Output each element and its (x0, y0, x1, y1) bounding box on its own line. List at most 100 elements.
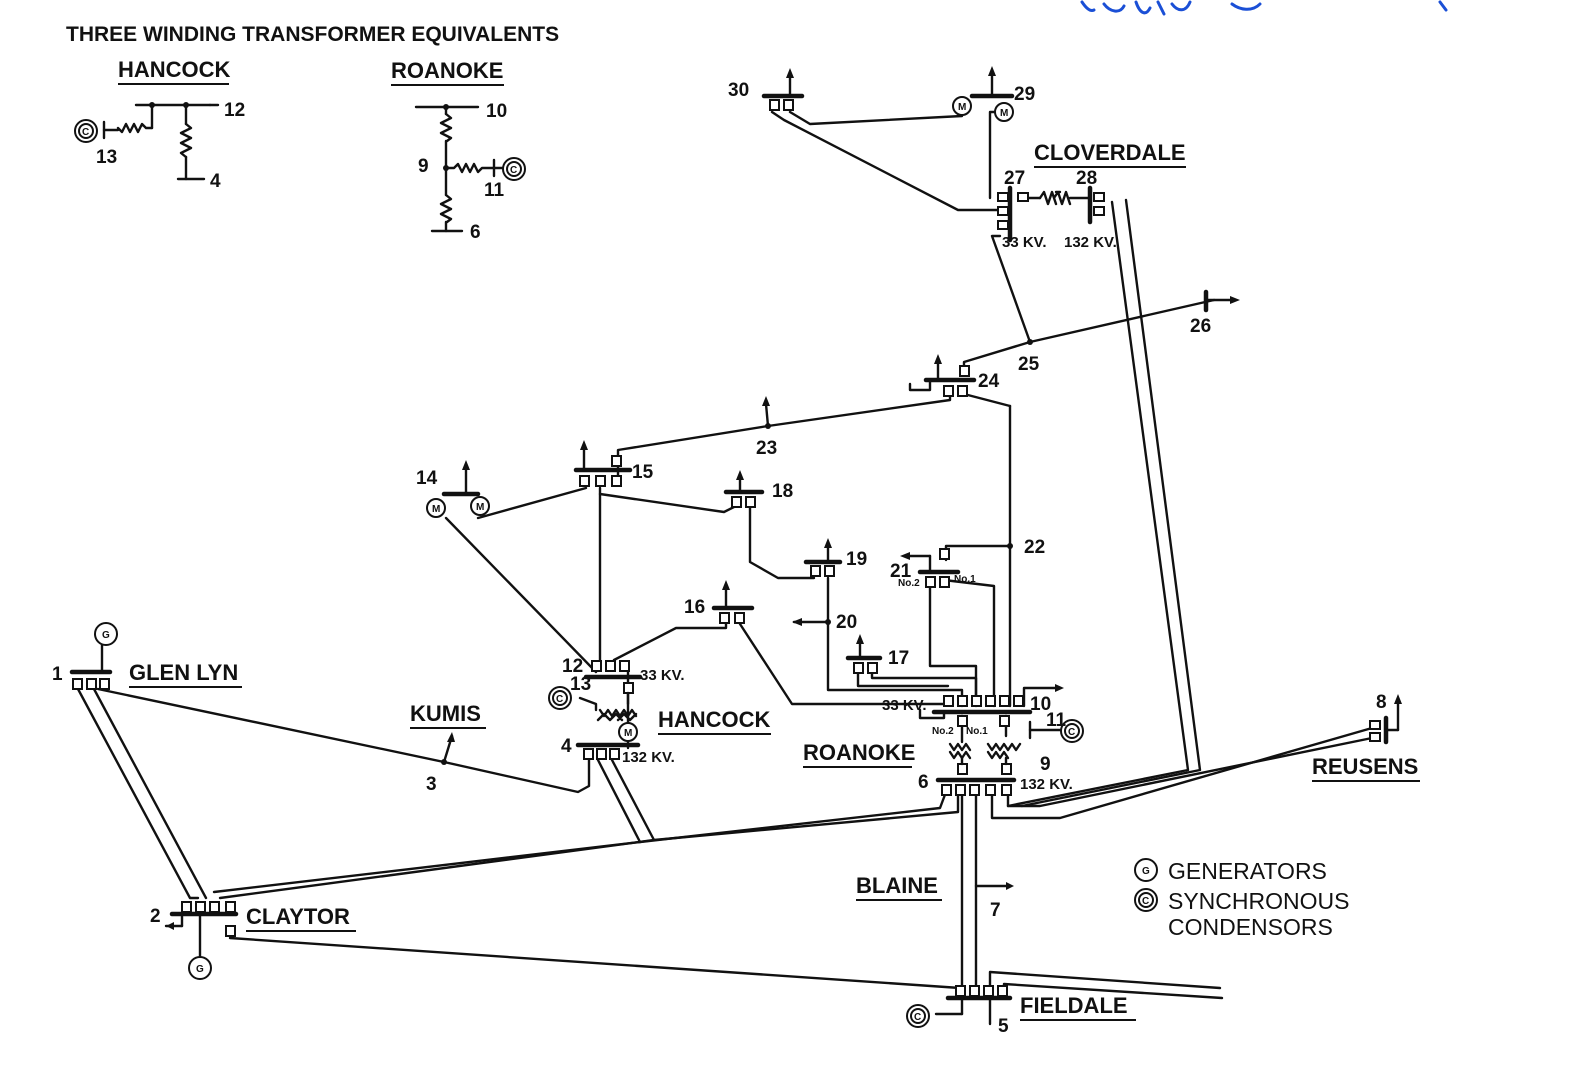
reusens-label: REUSENS (1312, 754, 1418, 779)
legend-condenser-icon: C (1142, 896, 1149, 907)
cloverdale-132kv-label: 132 KV. (1064, 234, 1117, 251)
bus-20: 20 (792, 612, 857, 633)
bus-13-label: 13 (570, 674, 591, 695)
bus-15-label: 15 (632, 462, 654, 483)
bus-21-transformer-no2: No.2 (898, 578, 920, 589)
roanoke-condenser-icon: C (1068, 727, 1075, 738)
kumis-label: KUMIS (410, 701, 481, 726)
claytor-label: CLAYTOR (246, 904, 350, 929)
bus-30: 30 (728, 68, 805, 111)
bus-2: G 2 CLAYTOR (150, 901, 356, 980)
fieldale-label: FIELDALE (1020, 993, 1128, 1018)
roanoke-33kv-label: 33 KV. (882, 697, 926, 714)
roanoke-equivalent: ROANOKE 10 9 C 11 6 (391, 58, 526, 243)
bus-24-label: 24 (978, 371, 1000, 392)
bus-6-label: 6 (918, 772, 929, 793)
hancock-eq-bus-13: 13 (96, 147, 117, 168)
roanoke-transformer-no1: No.1 (966, 726, 988, 737)
bus-27-label: 27 (1004, 168, 1025, 189)
bus-4-label: 4 (561, 736, 572, 757)
bus-2-label: 2 (150, 906, 161, 927)
bus-23: 23 (756, 396, 777, 459)
bus-12-label: 12 (562, 656, 583, 677)
bus-8-label: 8 (1376, 692, 1387, 713)
roanoke-132kv-label: 132 KV. (1020, 776, 1073, 793)
hancock-33kv-label: 33 KV. (640, 667, 684, 684)
bus-17: 17 (845, 634, 909, 674)
bus-21-transformer-no1: No.1 (954, 574, 976, 585)
bus-5: C 5 FIELDALE (906, 985, 1136, 1037)
handwritten-annotation (1080, 0, 1448, 16)
legend-generators: GENERATORS (1168, 858, 1327, 884)
bus-21: 21 No.2 No.1 (890, 548, 976, 589)
bus-18: 18 (723, 470, 793, 508)
bus-1: G 1 GLEN LYN (52, 622, 242, 690)
roanoke-eq-bus-11: 11 (484, 180, 505, 201)
roanoke-eq-bus-6: 6 (470, 222, 481, 243)
bus-19-label: 19 (846, 549, 867, 570)
legend-condensors: CONDENSORS (1168, 914, 1333, 940)
roanoke-equivalent-title: ROANOKE (391, 58, 503, 83)
diagram-title: THREE WINDING TRANSFORMER EQUIVALENTS (66, 23, 559, 46)
bus-13-condenser-icon: C (556, 694, 563, 705)
bus-9-label: 9 (1040, 754, 1051, 775)
bus-17-label: 17 (888, 648, 909, 669)
bus-23-label: 23 (756, 438, 777, 459)
roanoke-label: ROANOKE (803, 740, 915, 765)
roanoke-eq-bus-10: 10 (486, 101, 507, 122)
bus-15: 15 (573, 440, 654, 487)
legend: G GENERATORS C SYNCHRONOUS CONDENSORS (1134, 858, 1349, 940)
hancock-motor-icon: M (624, 728, 632, 739)
bus-16-label: 16 (684, 597, 705, 618)
bus-14: M M 14 (416, 460, 490, 518)
transmission-lines (76, 110, 1374, 1000)
bus-5-condenser-icon: C (914, 1012, 921, 1023)
hancock-eq-condenser-icon: C (82, 127, 89, 138)
bus-25: 25 (1018, 339, 1040, 375)
bus-7-label: 7 (990, 900, 1001, 921)
glen-lyn-label: GLEN LYN (129, 660, 238, 685)
bus-29: M M 29 (952, 66, 1035, 122)
bus-3: 3 KUMIS (410, 701, 486, 795)
bus-18-label: 18 (772, 481, 793, 502)
bus-10: C 10 11 33 KV. (882, 684, 1084, 743)
bus-22: 22 (1007, 537, 1045, 558)
bus-6: 6 132 KV. ROANOKE (803, 740, 1073, 796)
bus-2-generator-icon: G (196, 964, 204, 975)
hancock-equivalent: HANCOCK 12 C 13 4 (74, 57, 245, 192)
cloverdale-label: CLOVERDALE (1034, 140, 1186, 165)
bus-24: 24 (908, 354, 1000, 397)
bus-28: 28 132 KV. CLOVERDALE (1034, 140, 1186, 251)
bus-22-label: 22 (1024, 537, 1045, 558)
hancock-132kv-label: 132 KV. (622, 749, 675, 766)
legend-synchronous: SYNCHRONOUS (1168, 888, 1349, 914)
bus-19: 19 (803, 538, 867, 577)
roanoke-transformer-no2: No.2 (932, 726, 954, 737)
bus-25-label: 25 (1018, 354, 1040, 375)
cloverdale-33kv-label: 33 KV. (1002, 234, 1046, 251)
hancock-eq-bus-4: 4 (210, 171, 221, 192)
roanoke-eq-bus-9: 9 (418, 156, 429, 177)
bus-14-label: 14 (416, 468, 438, 489)
hancock-label: HANCOCK (658, 707, 771, 732)
bus-7: 7 BLAINE (856, 873, 1014, 921)
bus-29-motor-icon-a: M (958, 102, 966, 113)
hancock-eq-bus-12: 12 (224, 100, 245, 121)
bus-5-label: 5 (998, 1016, 1009, 1037)
roanoke-transformers: No.2 No.1 9 (932, 714, 1051, 775)
bus-14-motor-icon-a: M (432, 504, 440, 515)
roanoke-eq-condenser-icon: C (510, 165, 517, 176)
bus-16: 16 (684, 580, 755, 624)
bus-21-label: 21 (890, 561, 912, 582)
bus-26-label: 26 (1190, 316, 1211, 337)
bus-11-label: 11 (1046, 710, 1067, 731)
bus-10-label: 10 (1030, 694, 1051, 715)
bus-30-label: 30 (728, 80, 749, 101)
bus-29-label: 29 (1014, 84, 1035, 105)
blaine-label: BLAINE (856, 873, 938, 898)
bus-8: 8 REUSENS (1312, 692, 1420, 782)
bus-29-motor-icon-b: M (1000, 108, 1008, 119)
bus-14-motor-icon-b: M (476, 502, 484, 513)
legend-generator-icon: G (1142, 866, 1150, 877)
